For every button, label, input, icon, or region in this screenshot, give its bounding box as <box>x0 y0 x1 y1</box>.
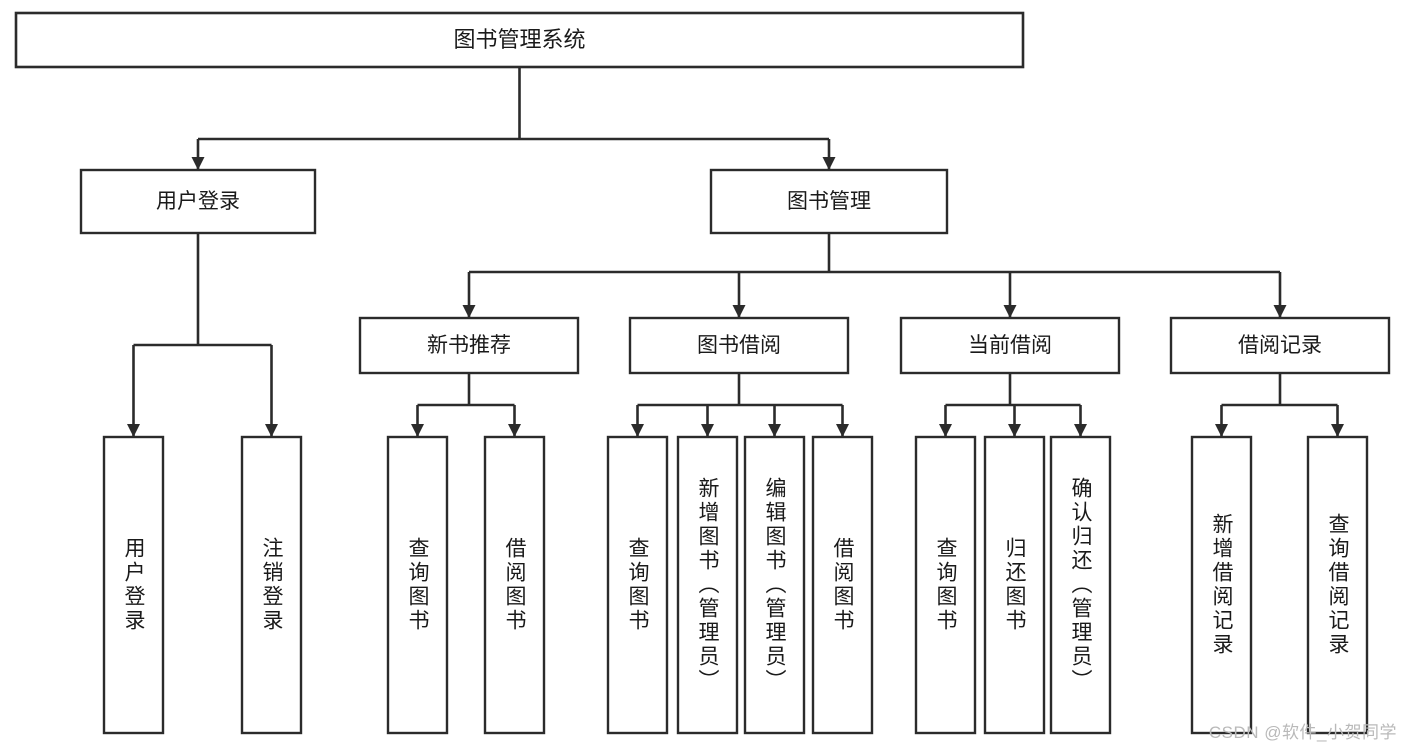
node-label-book-manage: 图书管理 <box>787 190 871 213</box>
node-box-leaf-confirm-return[interactable] <box>1049 435 1112 735</box>
arrow-head-icon <box>191 157 205 170</box>
node-box-leaf-user-logout[interactable] <box>240 435 303 735</box>
node-box-leaf-add-book[interactable] <box>676 435 739 735</box>
node-user-login[interactable]: 用户登录 <box>79 168 317 235</box>
node-box-leaf-edit-book[interactable] <box>743 435 806 735</box>
node-box-book-borrow[interactable] <box>628 316 850 375</box>
node-leaf-query-book-rec[interactable] <box>386 435 449 735</box>
node-leaf-return-book[interactable] <box>983 435 1046 735</box>
arrow-head-icon <box>1003 305 1017 318</box>
arrow-head-icon <box>732 305 746 318</box>
node-box-new-book-rec[interactable] <box>358 316 580 375</box>
arrow-head-icon <box>822 157 836 170</box>
arrow-head-icon <box>1331 424 1344 437</box>
edges-layer <box>127 67 1344 437</box>
node-label-current-borrow: 当前借阅 <box>968 334 1052 357</box>
node-box-leaf-borrow-book-rec[interactable] <box>483 435 546 735</box>
node-box-leaf-query-book-rec[interactable] <box>386 435 449 735</box>
node-label-new-book-rec: 新书推荐 <box>427 334 511 357</box>
arrow-head-icon <box>127 424 140 437</box>
arrow-head-icon <box>265 424 278 437</box>
node-label-root: 图书管理系统 <box>453 27 585 52</box>
arrow-head-icon <box>1273 305 1287 318</box>
node-label-borrow-record: 借阅记录 <box>1238 334 1322 357</box>
node-leaf-query-record[interactable] <box>1306 435 1369 735</box>
node-box-leaf-add-record[interactable] <box>1190 435 1253 735</box>
node-box-leaf-query-record[interactable] <box>1306 435 1369 735</box>
arrow-head-icon <box>1215 424 1228 437</box>
arrow-head-icon <box>1074 424 1087 437</box>
node-leaf-borrow-book[interactable] <box>811 435 874 735</box>
node-box-leaf-query-book-current[interactable] <box>914 435 977 735</box>
node-book-manage[interactable]: 图书管理 <box>709 168 949 235</box>
node-leaf-query-book-current[interactable] <box>914 435 977 735</box>
node-root[interactable]: 图书管理系统 <box>14 11 1025 69</box>
node-box-user-login[interactable] <box>79 168 317 235</box>
arrow-head-icon <box>1008 424 1021 437</box>
node-leaf-user-login[interactable] <box>102 435 165 735</box>
node-box-root[interactable] <box>14 11 1025 69</box>
node-leaf-add-book[interactable] <box>676 435 739 735</box>
node-box-leaf-borrow-book[interactable] <box>811 435 874 735</box>
node-label-user-login: 用户登录 <box>156 190 240 213</box>
arrow-head-icon <box>836 424 849 437</box>
arrow-head-icon <box>631 424 644 437</box>
node-box-borrow-record[interactable] <box>1169 316 1391 375</box>
node-box-leaf-return-book[interactable] <box>983 435 1046 735</box>
node-leaf-add-record[interactable] <box>1190 435 1253 735</box>
arrow-head-icon <box>768 424 781 437</box>
arrow-head-icon <box>508 424 521 437</box>
node-box-leaf-query-book-borrow[interactable] <box>606 435 669 735</box>
node-current-borrow[interactable]: 当前借阅 <box>899 316 1121 375</box>
node-label-book-borrow: 图书借阅 <box>697 334 781 357</box>
node-box-book-manage[interactable] <box>709 168 949 235</box>
watermark: CSDN @软件_小贺同学 <box>1208 723 1397 742</box>
node-borrow-record[interactable]: 借阅记录 <box>1169 316 1391 375</box>
arrow-head-icon <box>939 424 952 437</box>
node-new-book-rec[interactable]: 新书推荐 <box>358 316 580 375</box>
node-leaf-user-logout[interactable] <box>240 435 303 735</box>
arrow-head-icon <box>462 305 476 318</box>
arrow-head-icon <box>701 424 714 437</box>
node-leaf-borrow-book-rec[interactable] <box>483 435 546 735</box>
arrow-head-icon <box>411 424 424 437</box>
node-book-borrow[interactable]: 图书借阅 <box>628 316 850 375</box>
node-leaf-query-book-borrow[interactable] <box>606 435 669 735</box>
node-leaf-edit-book[interactable] <box>743 435 806 735</box>
node-box-leaf-user-login[interactable] <box>102 435 165 735</box>
node-box-current-borrow[interactable] <box>899 316 1121 375</box>
node-leaf-confirm-return[interactable] <box>1049 435 1112 735</box>
